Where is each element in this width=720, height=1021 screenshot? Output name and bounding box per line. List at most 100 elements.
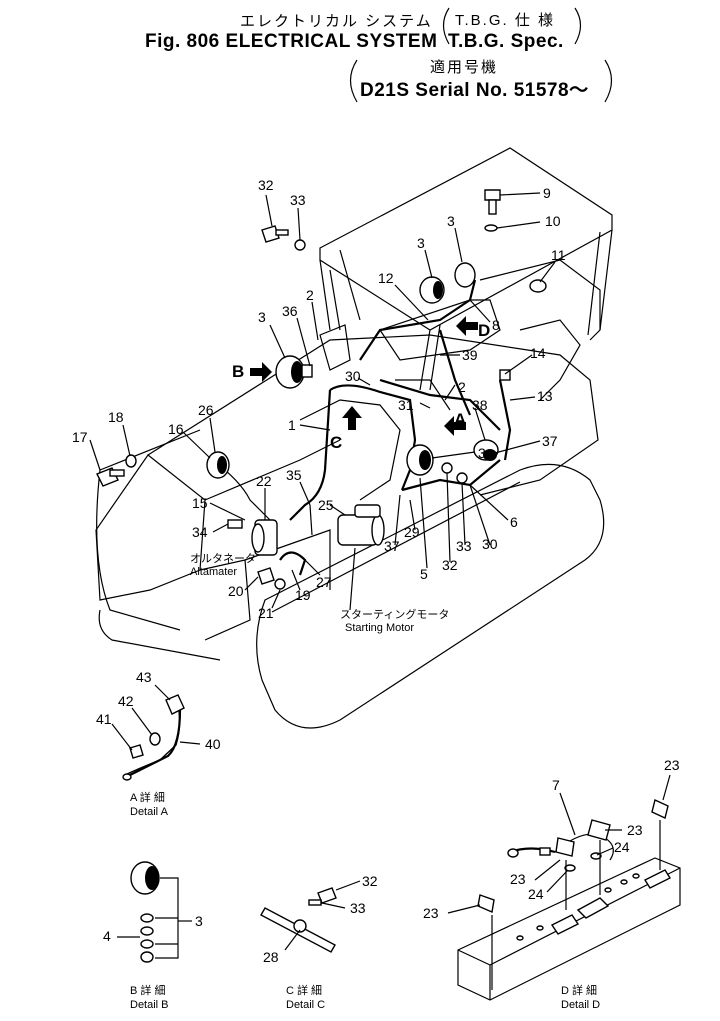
callout-32c: 32: [362, 873, 378, 889]
callout-38: 38: [472, 397, 488, 413]
horn: [473, 439, 499, 461]
callout-32b: 32: [442, 557, 458, 573]
spec-title: T.B.G. Spec.: [448, 31, 564, 52]
callout-10: 10: [545, 213, 561, 229]
detail-b-label: Detail B: [130, 999, 169, 1011]
callout-23a: 23: [664, 757, 680, 773]
callout-4: 4: [103, 928, 111, 944]
callout-31: 31: [398, 397, 414, 413]
detail-d: [457, 799, 681, 1001]
callout-20: 20: [228, 583, 244, 599]
callout-34: 34: [192, 524, 208, 540]
view-b-label: B: [232, 362, 244, 381]
detail-d-jp-label: D 詳 細: [561, 983, 597, 997]
callout-15: 15: [192, 495, 208, 511]
work-lamp-rear-2: [454, 262, 476, 288]
callout-30a: 30: [345, 368, 361, 384]
figure-title: Fig. 806 ELECTRICAL SYSTEM: [145, 31, 438, 52]
detail-c-label: Detail C: [286, 999, 325, 1011]
alternator-label: Altamater: [190, 566, 237, 578]
detail-a-label: Detail A: [130, 806, 169, 818]
callout-7: 7: [552, 777, 560, 793]
callout-3a: 3: [417, 235, 425, 251]
callout-17: 17: [72, 429, 88, 445]
detail-b-jp-label: B 詳 細: [130, 983, 165, 997]
view-d-label: D: [478, 321, 490, 340]
jp-title: エレクトリカル システム: [240, 13, 433, 30]
title-block: エレクトリカル システム T.B.G. 仕 様 Fig. 806 ELECTRI…: [0, 0, 720, 110]
detail-a: [122, 694, 185, 781]
callout-28: 28: [263, 949, 279, 965]
callout-30b: 30: [482, 536, 498, 552]
callout-3c: 3: [258, 309, 266, 325]
starting-motor-label: Starting Motor: [345, 622, 414, 634]
callout-6: 6: [510, 514, 518, 530]
callout-33c: 33: [350, 900, 366, 916]
detail-c: [260, 887, 337, 953]
callout-13: 13: [537, 388, 553, 404]
callout-23d: 23: [423, 905, 439, 921]
callout-14: 14: [530, 345, 546, 361]
callout-2b: 2: [458, 379, 466, 395]
detail-d-label: Detail D: [561, 999, 600, 1011]
callout-27: 27: [316, 574, 332, 590]
callout-33: 33: [290, 192, 306, 208]
callout-2a: 2: [306, 287, 314, 303]
callout-numbers: 32 33 9 10 3 3 11 12 8 2 3 36 39 14 13 3…: [72, 177, 680, 965]
callout-3d: 3: [478, 445, 486, 461]
callout-21: 21: [258, 605, 274, 621]
callout-26: 26: [198, 402, 214, 418]
callout-42: 42: [118, 693, 134, 709]
title-brackets: [349, 7, 613, 103]
detail-a-jp-label: A 詳 細: [130, 790, 165, 804]
alternator: [251, 519, 278, 556]
callout-41: 41: [96, 711, 112, 727]
callout-32: 32: [258, 177, 274, 193]
callout-9: 9: [543, 185, 551, 201]
callout-33b: 33: [456, 538, 472, 554]
callout-22: 22: [256, 473, 272, 489]
callout-3b: 3: [447, 213, 455, 229]
callout-5: 5: [420, 566, 428, 582]
callout-24b: 24: [528, 886, 544, 902]
work-lamp-right: [406, 444, 434, 476]
callout-37a: 37: [542, 433, 558, 449]
diagram-labels: オルタネータ Altamater スターティングモータ Starting Mot…: [130, 321, 600, 1011]
view-c-label: C: [330, 433, 342, 452]
jp-spec: T.B.G. 仕 様: [455, 12, 556, 29]
starting-motor: [337, 504, 385, 546]
detail-c-jp-label: C 詳 細: [286, 983, 322, 997]
callout-24a: 24: [614, 839, 630, 855]
leader-lines: [89, 192, 671, 951]
callout-12: 12: [378, 270, 394, 286]
work-lamp-left-front: [206, 451, 230, 479]
callout-29: 29: [404, 524, 420, 540]
callout-40: 40: [205, 736, 221, 752]
callout-18: 18: [108, 409, 124, 425]
callout-23b: 23: [627, 822, 643, 838]
callout-1: 1: [288, 417, 296, 433]
callout-36: 36: [282, 303, 298, 319]
jp-serial: 適用号機: [430, 59, 499, 76]
bolts-and-washers: [96, 189, 547, 590]
callout-25: 25: [318, 497, 334, 513]
view-a-label: A: [454, 410, 466, 429]
callout-39: 39: [462, 347, 478, 363]
work-lamp-rear-1: [419, 276, 445, 304]
callout-43: 43: [136, 669, 152, 685]
starting-motor-jp-label: スターティングモータ: [340, 607, 449, 621]
serial-number: D21S Serial No. 51578～: [360, 80, 589, 101]
callout-3e: 3: [195, 913, 203, 929]
detail-b: [130, 861, 179, 963]
callout-8: 8: [492, 317, 500, 333]
callout-19: 19: [295, 587, 311, 603]
callout-11: 11: [551, 247, 566, 263]
callout-35: 35: [286, 467, 302, 483]
alternator-jp-label: オルタネータ: [190, 552, 256, 565]
callout-16: 16: [168, 421, 184, 437]
view-arrows: [250, 316, 478, 436]
work-lamp-front-left: [275, 355, 305, 389]
callout-37b: 37: [384, 538, 400, 554]
callout-23c: 23: [510, 871, 526, 887]
